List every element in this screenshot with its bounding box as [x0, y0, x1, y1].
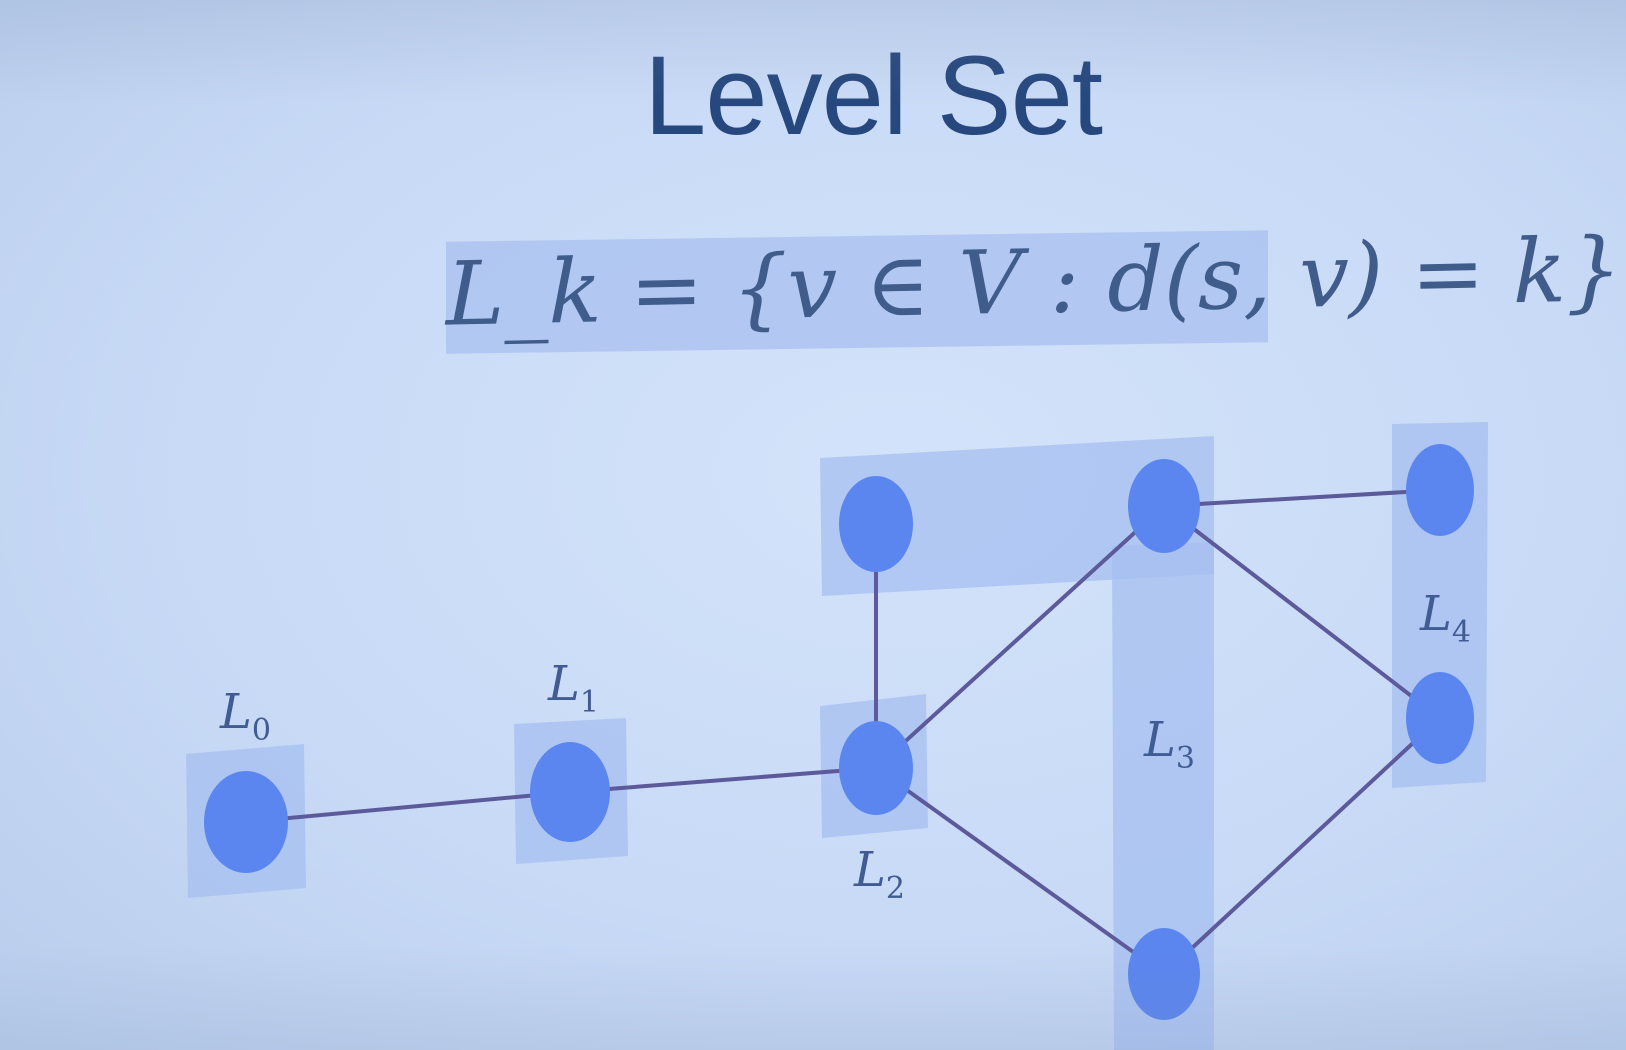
edge-l2-l3-bottom [874, 766, 1166, 976]
level-label-3-letter: L [1143, 712, 1176, 768]
level-label-2-index: 2 [886, 871, 905, 906]
node-l3-bottom [1128, 928, 1200, 1020]
edge-l3-bottom-l4-bottom [1162, 716, 1442, 976]
level-label-1-index: 1 [580, 685, 599, 720]
level-label-0-index: 0 [252, 713, 271, 748]
node-l0 [204, 771, 288, 873]
level-label-2-letter: L [853, 842, 886, 898]
edge-l3-top-l4-top [1162, 488, 1442, 508]
node-l4-top [1406, 444, 1474, 536]
level-label-3: L3 [1143, 712, 1195, 776]
level-3-highlight [1112, 542, 1214, 1050]
level-label-2: L2 [853, 842, 905, 906]
level-label-3-index: 3 [1176, 741, 1195, 776]
node-l2-top [839, 476, 913, 572]
level-label-0-letter: L [219, 684, 252, 740]
level-label-1: L1 [547, 656, 599, 720]
level-label-1-letter: L [547, 656, 580, 712]
edge-l2-l3-top [874, 504, 1166, 770]
edge-l0-l1 [244, 790, 572, 824]
nodes [204, 444, 1474, 1020]
edge-l3-top-l4-bottom [1162, 504, 1442, 720]
level-highlights [186, 422, 1488, 1050]
level-labels: L0 L1 L2 L3 L4 [219, 586, 1471, 906]
node-l4-bottom [1406, 672, 1474, 764]
level-label-4-index: 4 [1452, 615, 1471, 650]
node-l2 [839, 721, 913, 815]
edge-l1-l2 [568, 766, 878, 794]
slide-title: Level Set [644, 33, 1103, 158]
node-l1 [530, 742, 610, 842]
level-label-4: L4 [1419, 586, 1471, 650]
level-label-4-letter: L [1419, 586, 1452, 642]
level-label-0: L0 [219, 684, 271, 748]
edges [244, 488, 1442, 976]
node-l3-top [1128, 459, 1200, 553]
